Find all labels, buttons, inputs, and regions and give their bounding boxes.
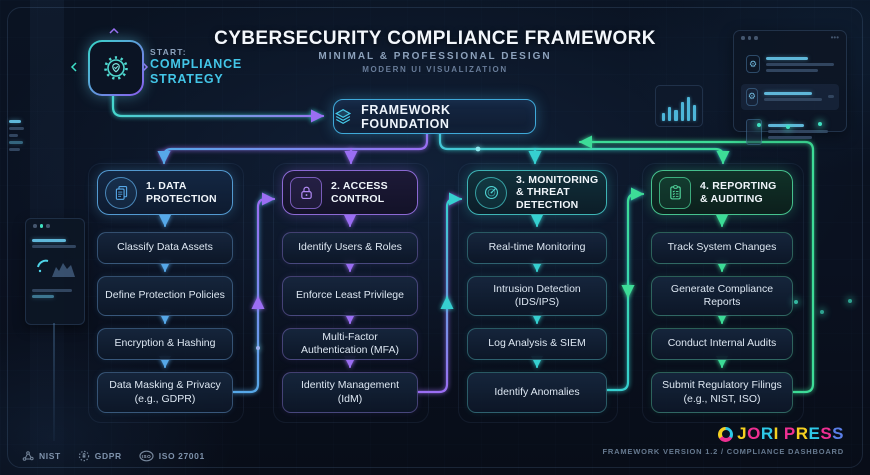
glow-dot — [820, 310, 824, 314]
clipboard-checklist-icon — [659, 176, 691, 209]
connector-col1-to-col2 — [231, 192, 276, 394]
logo-letter: S — [832, 424, 844, 443]
browser-titlebar: ••• — [734, 31, 846, 45]
gauge-and-area-chart-icon — [37, 259, 75, 277]
logo-letter: I — [773, 424, 779, 443]
flow-step: Encryption & Hashing — [97, 328, 233, 360]
flow-step: Track System Changes — [651, 232, 793, 264]
lock-icon — [290, 176, 322, 209]
framework-foundation-node: FRAMEWORK FOUNDATION — [333, 99, 536, 134]
iso-seal-icon: ISO — [139, 450, 154, 462]
radar-icon — [475, 176, 507, 209]
browser-row: ⚙ — [741, 50, 839, 79]
column-title: 4. REPORTING & AUDITING — [700, 180, 777, 205]
connector-foundation-to-col1 — [157, 129, 429, 165]
column-header-monitoring-threat-detection: 3. MONITORING & THREAT DETECTION — [467, 170, 607, 215]
browser-row-highlighted: ⚙ — [741, 83, 839, 110]
line-node-dot — [475, 146, 481, 152]
page-subtitle: MINIMAL & PROFESSIONAL DESIGN — [318, 51, 552, 62]
glow-dot — [818, 122, 822, 126]
badge-iso: ISO ISO 27001 — [139, 450, 205, 462]
start-line2: STRATEGY — [150, 71, 224, 86]
bar-chart-decoration — [655, 85, 703, 127]
flow-step: Identify Users & Roles — [282, 232, 418, 264]
documents-icon — [105, 176, 137, 209]
badge-label: ISO 27001 — [158, 451, 205, 461]
page-title: CYBERSECURITY COMPLIANCE FRAMEWORK — [214, 28, 656, 49]
gear-icon: ⚙ — [746, 55, 760, 73]
code-lines-decoration — [9, 116, 25, 155]
badge-label: GDPR — [94, 451, 122, 461]
stars-circle-icon — [78, 450, 89, 462]
flow-step: Classify Data Assets — [97, 232, 233, 264]
start-prefix: START: — [150, 47, 187, 57]
flow-step: Submit Regulatory Filings (e.g., NIST, I… — [651, 372, 793, 413]
flow-step: Real-time Monitoring — [467, 232, 607, 264]
gear-icon: ⚙ — [746, 87, 758, 106]
logo-letter: S — [820, 424, 833, 443]
glow-dot — [848, 299, 852, 303]
start-line1: COMPLIANCE — [150, 57, 243, 72]
layers-icon — [335, 108, 352, 125]
badge-nist: NIST — [22, 450, 61, 462]
column-title: 2. ACCESS CONTROL — [331, 180, 388, 205]
flow-step: Intrusion Detection (IDS/IPS) — [467, 276, 607, 316]
browser-row — [741, 115, 839, 149]
page-tagline: MODERN UI VISUALIZATION — [362, 65, 508, 74]
gear-shield-icon — [104, 56, 128, 80]
connector-foundation-to-col4 — [438, 129, 730, 165]
footer-caption: FRAMEWORK VERSION 1.2 / COMPLIANCE DASHB… — [602, 447, 844, 456]
certification-badges: NIST GDPR ISO ISO 27001 — [22, 450, 205, 462]
column-header-reporting-auditing: 4. REPORTING & AUDITING — [651, 170, 793, 215]
badge-gdpr: GDPR — [78, 450, 122, 462]
flow-step: Define Protection Policies — [97, 276, 233, 316]
glow-dot — [794, 300, 798, 304]
logo-letter: O — [747, 424, 761, 443]
connector-col2-to-col3 — [415, 192, 463, 394]
line-node-dot — [256, 346, 260, 350]
column-header-data-protection: 1. DATA PROTECTION — [97, 170, 233, 215]
glow-dot — [757, 123, 761, 127]
flow-step: Conduct Internal Audits — [651, 328, 793, 360]
badge-label: NIST — [39, 451, 61, 461]
flow-step: Generate Compliance Reports — [651, 276, 793, 316]
flow-step: Enforce Least Privilege — [282, 276, 418, 316]
flow-step: Multi-Factor Authentication (MFA) — [282, 328, 418, 360]
circuit-icon — [22, 451, 34, 461]
mini-window-mockup — [25, 218, 85, 325]
logo-letter: J — [737, 424, 748, 443]
browser-mockup: ••• ⚙ ⚙ — [733, 30, 847, 145]
svg-text:ISO: ISO — [141, 454, 151, 459]
connector-start-to-foundation — [111, 91, 325, 123]
logo-ring-icon — [718, 426, 734, 442]
flow-step: Identity Management (IdM) — [282, 372, 418, 413]
logo-letter: P — [783, 424, 796, 443]
decorative-drop-line — [53, 323, 55, 441]
column-header-access-control: 2. ACCESS CONTROL — [282, 170, 418, 215]
flow-step: Data Masking & Privacy (e.g., GDPR) — [97, 372, 233, 413]
start-labels: START: COMPLIANCE STRATEGY — [150, 47, 242, 87]
start-node — [88, 40, 144, 96]
logo-letter: R — [795, 424, 809, 443]
logo-letter: R — [760, 424, 774, 443]
logo-letter: E — [808, 424, 821, 443]
flow-step: Log Analysis & SIEM — [467, 328, 607, 360]
glow-dot — [786, 125, 790, 129]
flow-step: Identify Anomalies — [467, 372, 607, 413]
column-title: 3. MONITORING & THREAT DETECTION — [516, 173, 599, 211]
foundation-label: FRAMEWORK FOUNDATION — [361, 102, 451, 131]
connector-col3-to-col4 — [604, 187, 645, 392]
column-title: 1. DATA PROTECTION — [146, 180, 217, 205]
